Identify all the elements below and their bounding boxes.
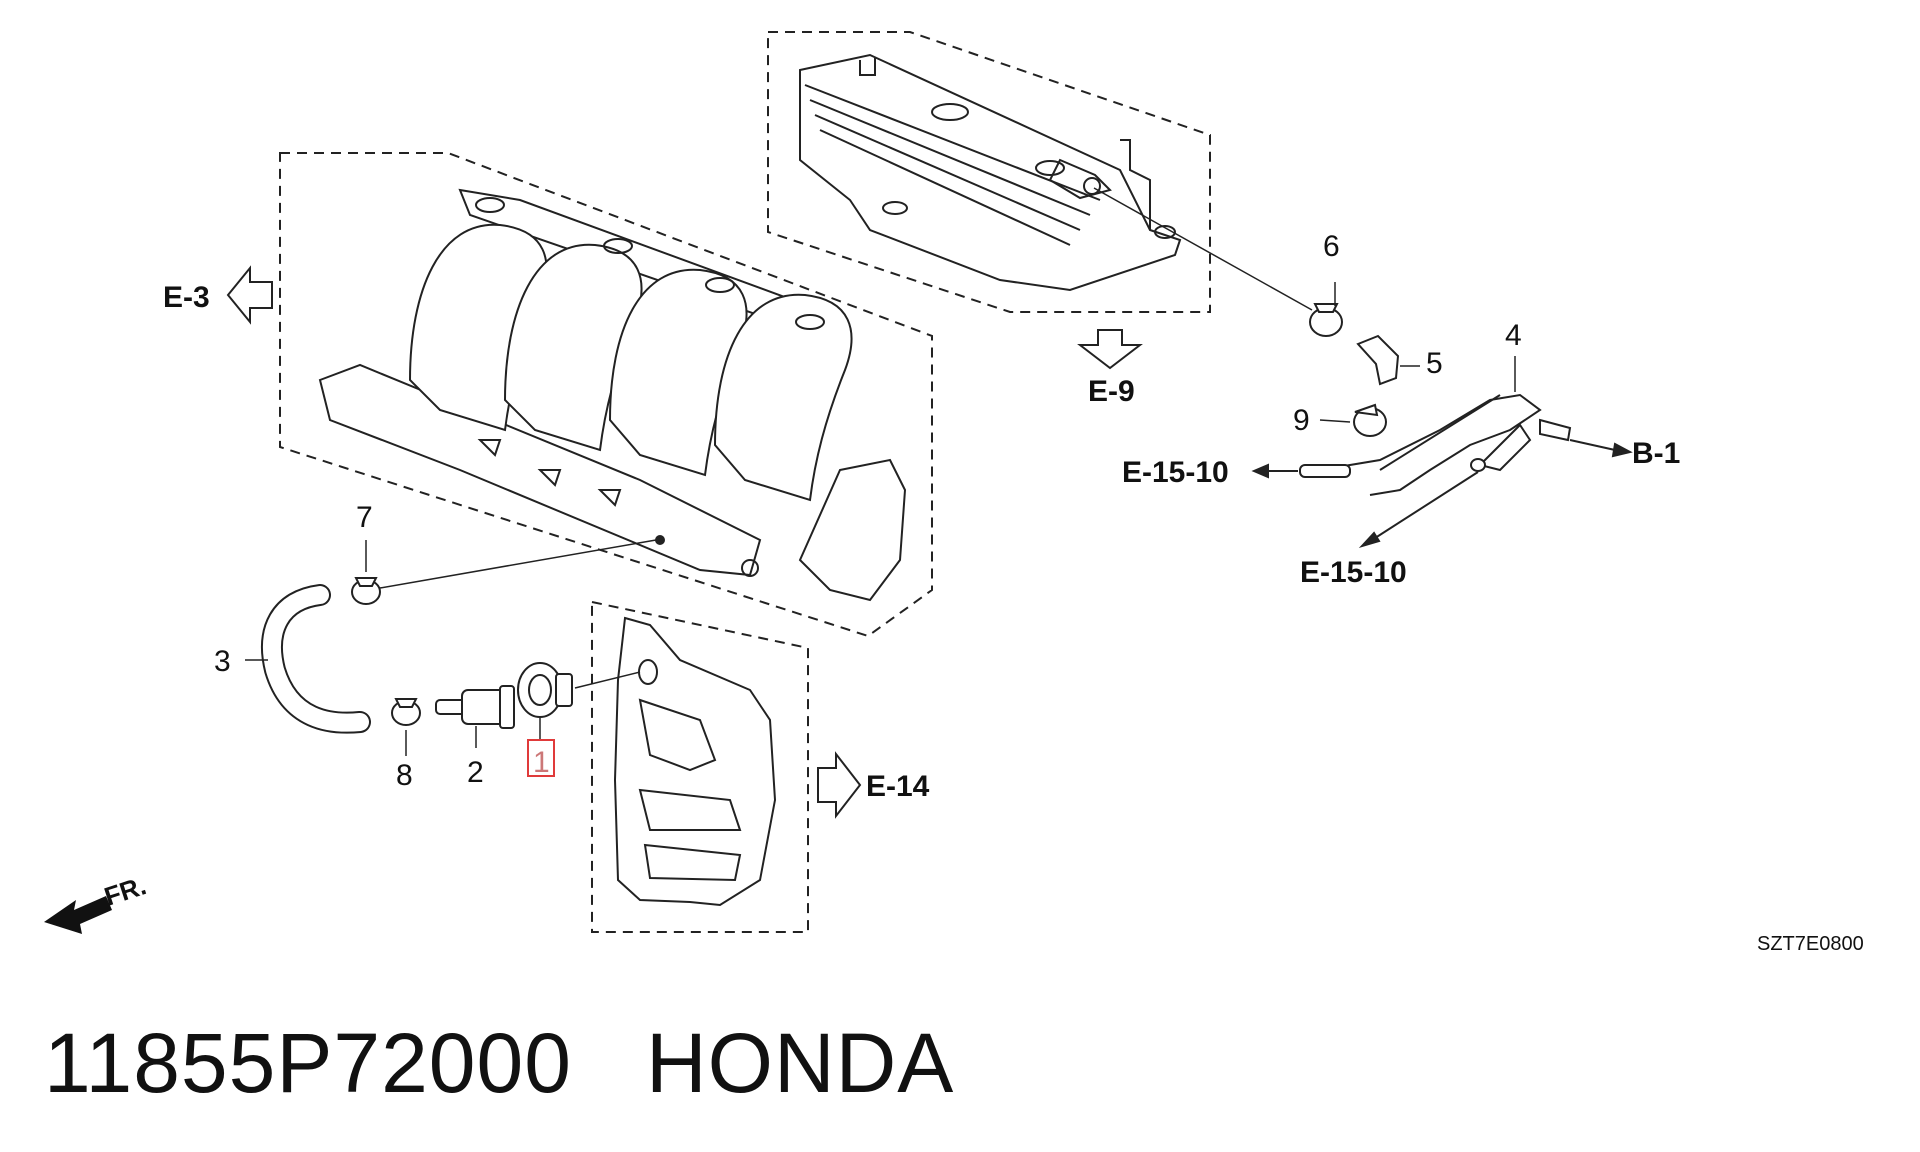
clamp-9 — [1353, 403, 1387, 437]
callout-9: 9 — [1293, 404, 1310, 437]
callout-2: 2 — [467, 756, 484, 789]
pipe-assembly-4 — [1299, 393, 1572, 496]
grommet-1 — [517, 662, 573, 718]
ref-e9: E-9 — [1088, 375, 1135, 408]
cover-panel-assembly — [591, 600, 809, 933]
valve-cover-assembly — [767, 31, 1211, 313]
ref-e14: E-14 — [866, 770, 930, 803]
front-direction-arrow: FR. — [44, 870, 150, 934]
brand-name: HONDA — [645, 1016, 955, 1110]
highlight-box — [527, 739, 555, 777]
arrow-e3 — [226, 265, 273, 325]
ref-e3: E-3 — [163, 281, 210, 314]
joint-5 — [1356, 334, 1400, 386]
callout-3: 3 — [214, 645, 231, 678]
intake-manifold-assembly — [279, 152, 933, 638]
clamp-7 — [351, 577, 381, 605]
arrow-e9 — [1077, 329, 1143, 370]
callout-7: 7 — [356, 501, 373, 534]
callout-6: 6 — [1323, 230, 1340, 263]
ref-e15-10-top: E-15-10 — [1122, 456, 1229, 489]
clamp-8 — [391, 698, 421, 726]
front-direction-label: FR. — [101, 870, 150, 911]
callout-4: 4 — [1505, 319, 1522, 352]
callout-8: 8 — [396, 759, 413, 792]
callout-5: 5 — [1426, 347, 1443, 380]
pcv-valve-2 — [435, 685, 515, 729]
callout-1: 1 — [533, 746, 550, 779]
arrow-e15-10-bottom — [1358, 471, 1479, 548]
arrow-e15-10-top — [1251, 463, 1298, 479]
leader-lines — [245, 187, 1516, 756]
ref-e15-10-bottom: E-15-10 — [1300, 556, 1407, 589]
ref-b1: B-1 — [1632, 437, 1680, 470]
arrow-b1 — [1569, 439, 1633, 458]
clamp-6 — [1309, 303, 1343, 337]
part-number: 11855P72000 — [44, 1016, 572, 1110]
caption: 11855P72000 HONDA — [44, 1015, 954, 1112]
diagram-code: SZT7E0800 — [1757, 933, 1864, 955]
arrow-e14 — [817, 751, 862, 819]
hose-3 — [261, 584, 371, 734]
